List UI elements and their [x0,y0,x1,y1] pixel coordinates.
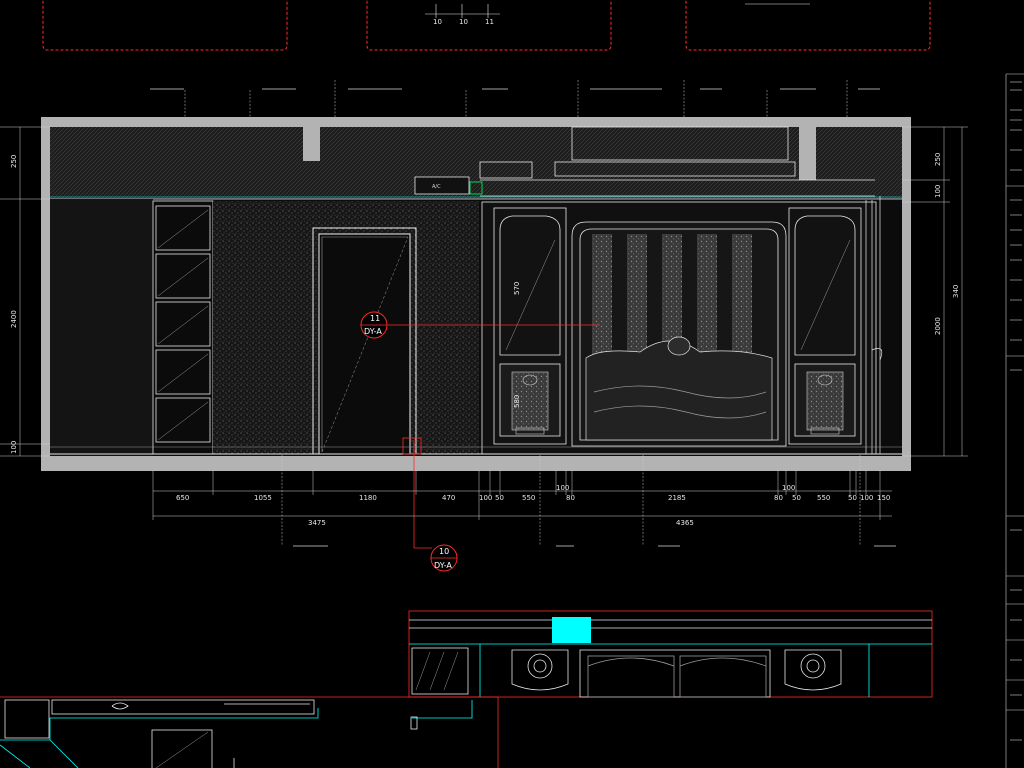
callout-bottom-sheet: DY-A [434,561,452,570]
bottom-annotation-leaders [281,455,861,546]
dim-bottom-14: 550 [817,494,830,502]
dim-right-3: 2000 [934,317,942,335]
dim-left-2: 2400 [10,310,18,328]
dim-bottom-15: 50 [848,494,857,502]
dim-bottom-1: 650 [176,494,189,502]
dim-bottom-17: 150 [877,494,890,502]
title-block-text-lines [1010,81,1022,741]
callout-bottom-number: 10 [439,547,449,556]
dim-bottom-4: 470 [442,494,455,502]
dim-total-left: 3475 [308,519,326,527]
nightstand-left [511,371,549,435]
ceiling-beam-right [799,127,816,180]
top-tick-label-1: 10 [433,18,442,26]
dimension-chain-left [0,126,50,457]
top-tick-label-3: 11 [485,18,494,26]
title-block [1005,73,1024,768]
nightstand-right [806,371,844,435]
dim-right-4: 340 [952,285,960,298]
dim-left-3: 100 [10,441,18,454]
ceiling-band [50,127,902,199]
ceiling-beam-left [303,127,320,161]
dimension-chain-right [902,126,968,457]
panel-dimension-marks: 570 580 [513,282,521,408]
dim-bottom-10: 2185 [668,494,686,502]
dim-bottom-13: 50 [792,494,801,502]
dim-bottom-7: 550 [522,494,535,502]
callout-door-section: 11 DY-A [360,311,388,339]
dim-right-2: 100 [934,185,942,198]
dim-bottom-12: 100 [782,484,795,492]
dim-bottom-11: 80 [774,494,783,502]
right-trim [865,196,883,454]
dim-bottom-8: 100 [556,484,569,492]
ac-unit [414,176,470,195]
dim-bottom-9: 80 [566,494,575,502]
panel-dim-left: 570 [513,282,521,295]
left-wall [50,199,153,456]
dimension-chain-bottom [152,470,892,520]
dim-right-1: 250 [934,153,942,166]
plan-column-cyan [552,617,591,643]
dim-left-1: 250 [10,155,18,168]
callout-door-sheet: DY-A [364,327,382,336]
panel-dim-left-lower: 580 [513,395,521,408]
top-tick-label-2: 10 [459,18,468,26]
top-sheet-ticks [425,3,810,18]
door [312,227,417,455]
plan-drawing-bottom [408,610,933,698]
dim-bottom-5: 100 [479,494,492,502]
dim-bottom-16: 100 [860,494,873,502]
dim-bottom-3: 1180 [359,494,377,502]
callout-door-number: 11 [370,314,380,323]
plan-drawing-left [0,696,499,768]
ceiling-cornice [479,126,875,197]
dim-bottom-2: 1055 [254,494,272,502]
dim-total-right: 4365 [676,519,694,527]
shelving-unit [152,200,214,455]
callout-bottom-section: 10 DY-A [430,544,458,572]
dim-bottom-6: 50 [495,494,504,502]
ac-unit-label: A/C [432,184,441,190]
bed [585,336,773,441]
